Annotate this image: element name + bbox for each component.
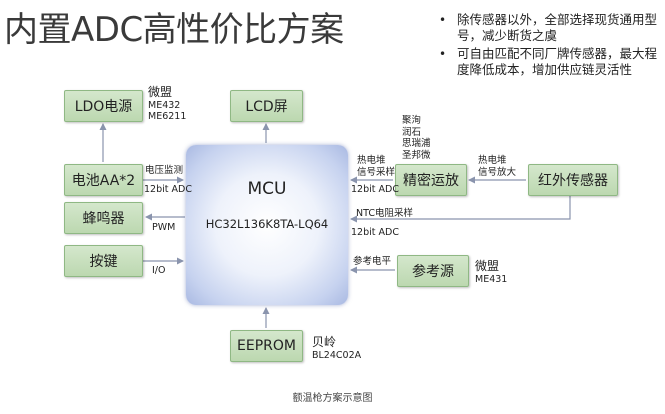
eeprom-vendor: 贝岭 BL24C02A bbox=[312, 335, 361, 361]
reference-level-label: 参考电平 bbox=[353, 256, 392, 267]
bullet-dot-icon: • bbox=[439, 13, 447, 27]
amp-adc-label: 12bit ADC bbox=[351, 184, 399, 195]
amp-vendor: 聚洵 bbox=[402, 115, 422, 126]
eeprom-model: BL24C02A bbox=[312, 350, 362, 361]
thermopile-amp-label: 热电堆 信号放大 bbox=[478, 155, 516, 178]
diagram-caption: 额温枪方案示意图 bbox=[292, 393, 373, 404]
pwm-label: PWM bbox=[152, 222, 176, 233]
ldo-model: ME6211 bbox=[148, 111, 187, 122]
lcd-screen-block: LCD屏 bbox=[230, 90, 303, 122]
vref-vendor-name: 微盟 bbox=[475, 259, 500, 273]
ldo-vendor-name: 微盟 bbox=[148, 85, 173, 99]
bullet-text: 可自由匹配不同厂牌传感器，最大程度降低成本，增加供应链灵活性 bbox=[457, 46, 658, 77]
ldo-power-block: LDO电源 bbox=[64, 90, 143, 122]
precision-amp-block: 精密运放 bbox=[395, 164, 467, 196]
amp-vendor: 圣邦微 bbox=[402, 149, 431, 161]
io-label: I/O bbox=[152, 265, 166, 276]
arrow-ntc-to-mcu bbox=[350, 194, 571, 223]
keys-block: 按键 bbox=[64, 245, 143, 277]
eeprom-block: EEPROM bbox=[230, 330, 303, 362]
battery-block: 电池AA*2 bbox=[64, 164, 143, 196]
mcu-block: MCU HC32L136K8TA-LQ64 bbox=[186, 145, 348, 305]
vref-model: ME431 bbox=[475, 274, 508, 285]
bullet-text: 除传感器以外，全部选择现货通用型号，减少断货之虞 bbox=[457, 12, 658, 43]
ir-sensor-block: 红外传感器 bbox=[528, 164, 618, 196]
bullet-item: • 可自由匹配不同厂牌传感器，最大程度降低成本，增加供应链灵活性 bbox=[437, 46, 665, 78]
ldo-model: ME432 bbox=[148, 100, 181, 111]
thermopile-sample-text: 信号采样 bbox=[357, 166, 396, 178]
bullet-dot-icon: • bbox=[439, 47, 447, 61]
mcu-part-number: HC32L136K8TA-LQ64 bbox=[205, 217, 329, 231]
bullet-item: • 除传感器以外，全部选择现货通用型号，减少断货之虞 bbox=[437, 12, 665, 44]
thermopile-amp-text: 热电堆 bbox=[478, 155, 507, 166]
page-title: 内置ADC高性价比方案 bbox=[4, 10, 344, 50]
eeprom-vendor-name: 贝岭 bbox=[312, 335, 337, 349]
thermopile-sample-label: 热电堆 信号采样 bbox=[357, 155, 395, 178]
voltage-reference-block: 参考源 bbox=[397, 255, 469, 287]
voltage-monitor-label: 电压监测 bbox=[145, 165, 184, 176]
buzzer-block: 蜂鸣器 bbox=[64, 202, 143, 234]
amp-vendors: 聚洵 润石 思瑞浦 圣邦微 bbox=[402, 115, 431, 161]
bullet-list: • 除传感器以外，全部选择现货通用型号，减少断货之虞 • 可自由匹配不同厂牌传感… bbox=[437, 12, 665, 80]
thermopile-amp-text: 信号放大 bbox=[478, 166, 517, 178]
ntc-adc-label: 12bit ADC bbox=[351, 227, 399, 238]
battery-adc-label: 12bit ADC bbox=[144, 184, 192, 195]
vref-vendor: 微盟 ME431 bbox=[475, 259, 507, 285]
ntc-sample-label: NTC电阻采样 bbox=[356, 208, 413, 219]
ldo-vendor: 微盟 ME432 ME6211 bbox=[148, 85, 186, 122]
thermopile-sample-text: 热电堆 bbox=[357, 155, 386, 166]
amp-vendor: 润石 bbox=[402, 126, 422, 138]
mcu-title: MCU bbox=[247, 179, 287, 199]
amp-vendor: 思瑞浦 bbox=[402, 138, 431, 149]
